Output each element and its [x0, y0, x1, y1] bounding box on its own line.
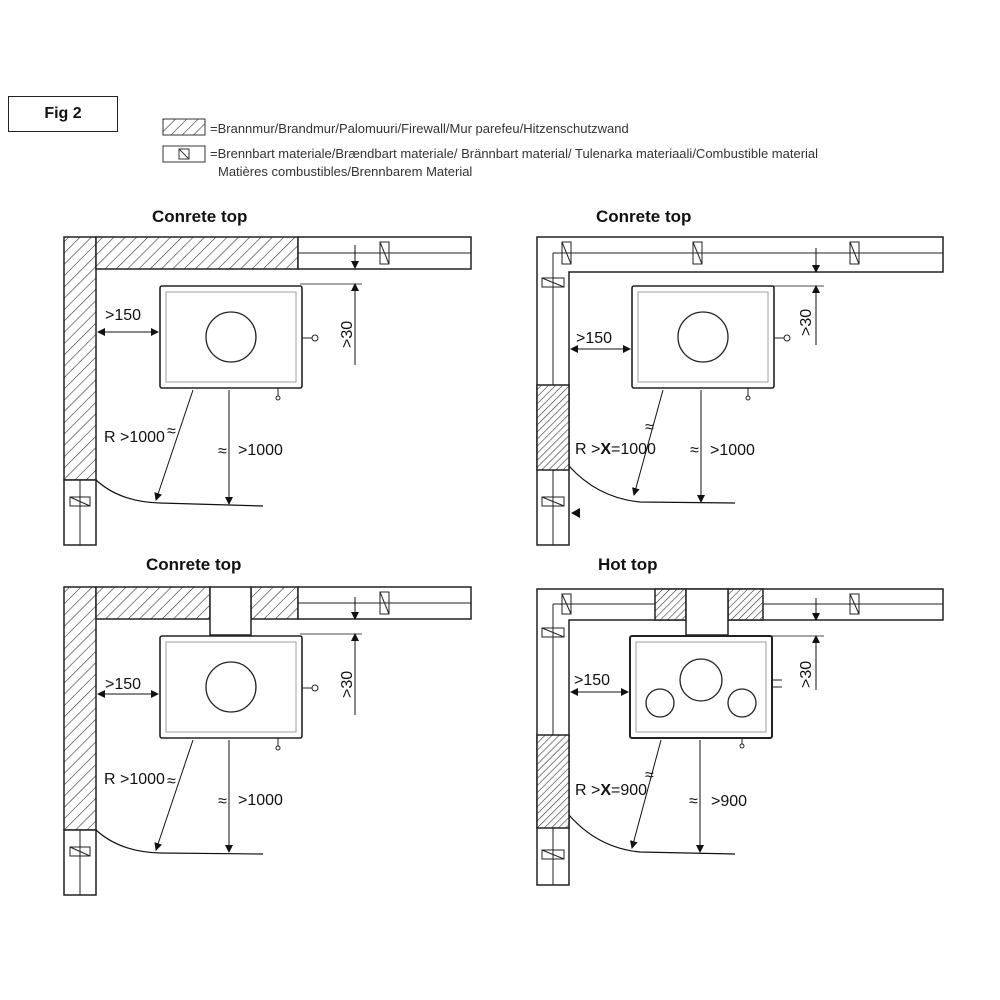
panel-3-break-mark: ≈ [167, 773, 176, 790]
legend-combustible-swatch [162, 145, 206, 163]
legend-firewall-swatch [162, 118, 206, 136]
panel-1-front-break-mark: ≈ [218, 443, 227, 460]
panel-2-drawing [536, 236, 944, 546]
panel-4-top-clearance: >30 [798, 661, 815, 688]
panel-3-top-clearance: >30 [339, 671, 356, 698]
panel-3-front-clearance: >1000 [238, 792, 283, 809]
panel-4-front-break-mark: ≈ [689, 793, 698, 810]
panel-4-radius-label: R >X=900 [575, 782, 647, 799]
panel-2-front-clearance: >1000 [710, 442, 755, 459]
panel-2-front-break-mark: ≈ [690, 442, 699, 459]
panel-4-front-clearance: >900 [711, 793, 747, 810]
legend-combustible-text: =Brennbart materiale/Brændbart materiale… [210, 146, 819, 161]
panel-1-top-clearance: >30 [339, 321, 356, 348]
panel-1-radius-label: R >1000 [104, 429, 165, 446]
panel-3-front-break-mark: ≈ [218, 793, 227, 810]
legend-firewall-text: =Brannmur/Brandmur/Palomuuri/Firewall/Mu… [210, 121, 629, 136]
panel-1-drawing [63, 236, 472, 546]
panel-3-drawing [63, 586, 472, 896]
panel-4-side-clearance: >150 [574, 672, 610, 689]
panel-1-title: Conrete top [152, 207, 248, 226]
panel-2-title: Conrete top [596, 207, 692, 226]
panel-4-drawing [536, 588, 944, 886]
panel-2-radius-prefix: R > [575, 441, 600, 458]
panel-4-radius-value: =900 [611, 782, 647, 799]
panel-4-break-mark: ≈ [645, 767, 654, 784]
panel-4-title: Hot top [598, 555, 658, 574]
panel-1-front-clearance: >1000 [238, 442, 283, 459]
panel-2-side-clearance: >150 [576, 330, 612, 347]
panel-3-title: Conrete top [146, 555, 242, 574]
panel-4-radius-prefix: R > [575, 782, 600, 799]
panel-2-radius-x: X [600, 441, 611, 458]
figure-label: Fig 2 [8, 96, 118, 132]
panel-1-break-mark: ≈ [167, 423, 176, 440]
panel-3-radius-label: R >1000 [104, 771, 165, 788]
panel-2-break-mark: ≈ [645, 419, 654, 436]
panel-2-top-clearance: >30 [798, 309, 815, 336]
legend-combustible-text-2: Matières combustibles/Brennbarem Materia… [218, 164, 473, 179]
panel-2-radius-label: R >X=1000 [575, 441, 656, 458]
panel-3-side-clearance: >150 [105, 676, 141, 693]
panel-4-radius-x: X [600, 782, 611, 799]
panel-2-radius-value: =1000 [611, 441, 656, 458]
panel-1-side-clearance: >150 [105, 307, 141, 324]
